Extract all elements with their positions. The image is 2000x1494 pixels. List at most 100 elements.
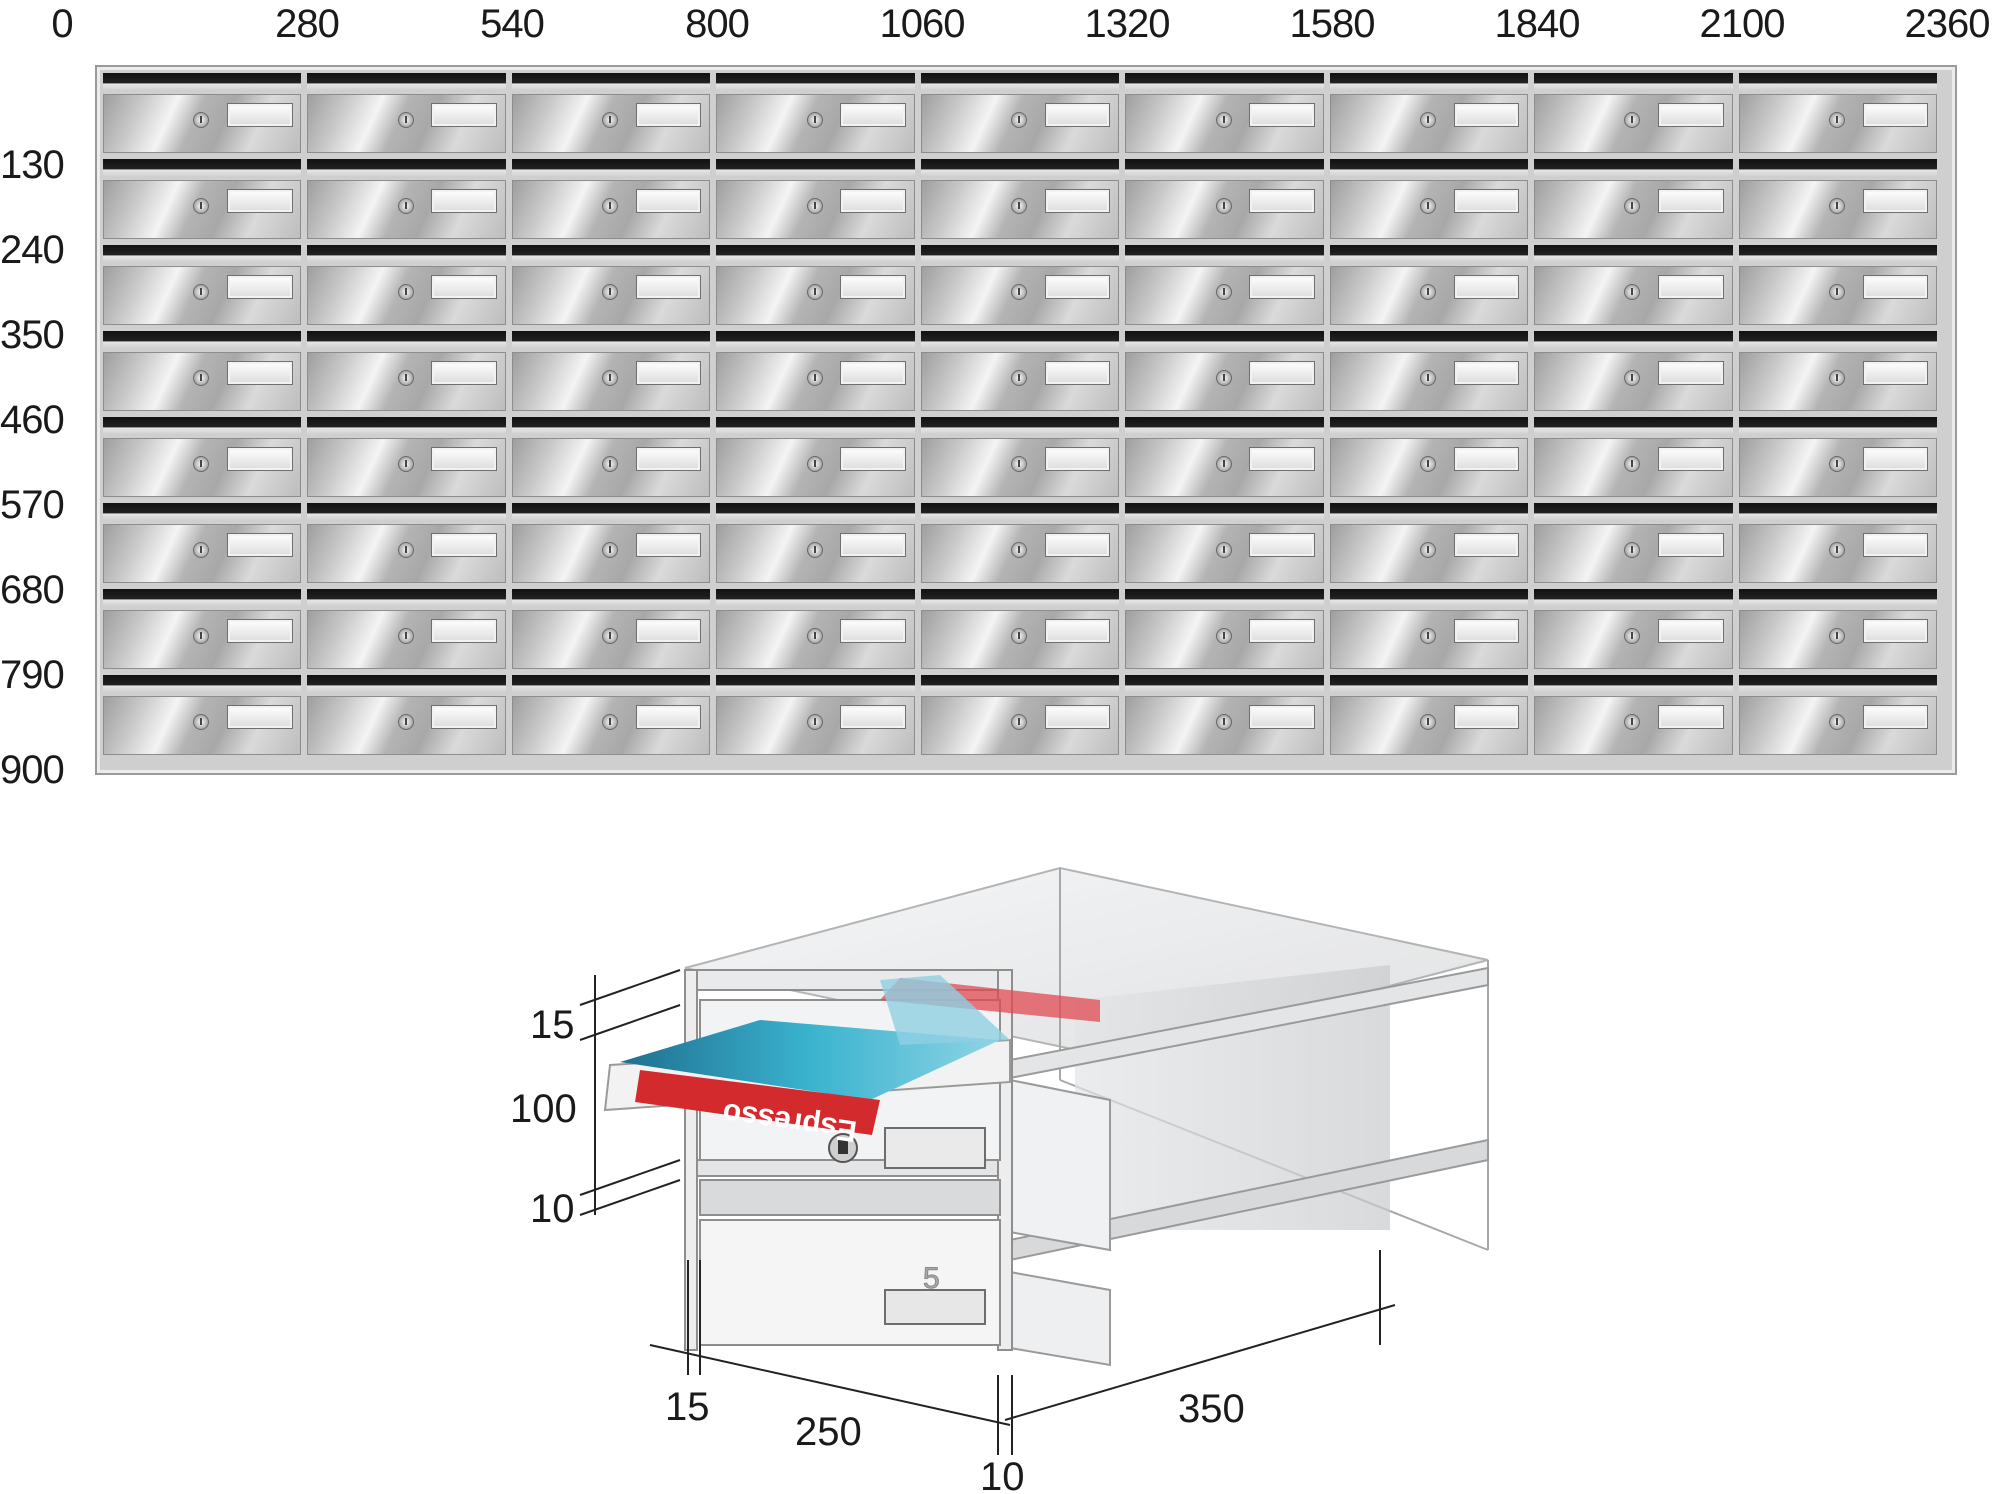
mailbox-compartment <box>103 73 302 153</box>
lock-icon <box>1624 628 1641 644</box>
lock-icon <box>602 542 619 558</box>
mailbox-door <box>307 352 506 411</box>
letter-slot <box>103 331 302 348</box>
mailbox-door <box>716 524 915 583</box>
mailbox-door <box>1534 524 1733 583</box>
name-tag <box>840 533 906 557</box>
letter-slot <box>511 503 711 520</box>
letter-slot <box>1329 417 1529 434</box>
mailbox-compartment <box>1329 503 1529 583</box>
letter-slot <box>103 503 302 520</box>
mailbox-door <box>103 524 302 583</box>
lock-icon <box>1419 456 1436 472</box>
letter-slot <box>1738 589 1937 606</box>
mailbox-compartment <box>1534 245 1733 325</box>
name-tag <box>1658 705 1724 729</box>
mailbox-door <box>1534 180 1733 239</box>
letter-slot <box>1534 417 1733 434</box>
mailbox-compartment <box>1125 417 1324 497</box>
lock-icon <box>193 628 210 644</box>
letter-slot <box>920 159 1120 176</box>
letter-slot <box>511 675 711 692</box>
lock-icon <box>193 112 210 128</box>
letter-slot <box>716 159 915 176</box>
lock-icon <box>193 370 210 386</box>
lock-icon <box>1419 714 1436 730</box>
name-tag <box>1453 189 1520 213</box>
mailbox-grid-front-view <box>95 65 1957 775</box>
mailbox-compartment <box>1534 331 1733 411</box>
lock-icon <box>1419 370 1436 386</box>
inner-back-wall <box>1075 965 1390 1230</box>
lock-icon <box>1419 284 1436 300</box>
mailbox-compartment <box>103 675 302 755</box>
lock-icon <box>1419 542 1436 558</box>
name-tag <box>1249 705 1315 729</box>
mailbox-door <box>1738 352 1937 411</box>
mailbox-compartment <box>511 503 711 583</box>
mailbox-door <box>1329 180 1529 239</box>
mailbox-door <box>1738 180 1937 239</box>
name-tag <box>635 361 702 385</box>
mailbox-door <box>307 610 506 669</box>
mailbox-compartment <box>1534 417 1733 497</box>
mailbox-compartment <box>1738 675 1937 755</box>
name-tag <box>840 275 906 299</box>
name-tag <box>431 447 497 471</box>
name-tag <box>431 361 497 385</box>
mailbox-door <box>511 266 711 325</box>
letter-slot <box>716 331 915 348</box>
letter-slot <box>1534 331 1733 348</box>
mailbox-compartment <box>1125 73 1324 153</box>
mailbox-compartment <box>1329 73 1529 153</box>
mailbox-compartment <box>1125 589 1324 669</box>
lock-icon <box>806 370 823 386</box>
lock-icon <box>1215 112 1232 128</box>
name-tag <box>1862 361 1929 385</box>
lock-icon <box>397 112 414 128</box>
letter-slot <box>511 159 711 176</box>
mailbox-door <box>1534 352 1733 411</box>
name-tag <box>840 447 906 471</box>
mailbox-door <box>716 352 915 411</box>
name-tag <box>1658 103 1724 127</box>
mailbox-door <box>1534 266 1733 325</box>
mailbox-compartment <box>1329 159 1529 239</box>
lock-icon <box>1215 198 1232 214</box>
mailbox-door <box>511 180 711 239</box>
mailbox-compartment <box>1738 73 1937 153</box>
name-tag <box>1044 705 1111 729</box>
mailbox-compartment <box>1329 589 1529 669</box>
name-tag <box>1453 619 1520 643</box>
name-tag <box>1249 533 1315 557</box>
letter-slot <box>1738 159 1937 176</box>
mailbox-compartment <box>307 73 506 153</box>
lock-icon <box>1828 198 1845 214</box>
name-tag <box>1044 361 1111 385</box>
mailbox-compartment <box>1738 331 1937 411</box>
mailbox-door <box>511 524 711 583</box>
lock-icon <box>806 628 823 644</box>
name-tag <box>1658 361 1724 385</box>
mailbox-door <box>1125 352 1324 411</box>
letter-slot <box>307 675 506 692</box>
mailbox-door <box>103 610 302 669</box>
lock-icon <box>1011 456 1028 472</box>
letter-slot <box>716 503 915 520</box>
lock-icon <box>397 284 414 300</box>
mailbox-door <box>511 352 711 411</box>
name-tag <box>635 619 702 643</box>
width-label: 2360 <box>1904 2 1991 46</box>
name-tag <box>227 705 293 729</box>
mailbox-compartment <box>1738 245 1937 325</box>
lock-icon <box>1828 456 1845 472</box>
mailbox-compartment <box>307 503 506 583</box>
mailbox-compartment <box>1534 159 1733 239</box>
name-tag <box>840 361 906 385</box>
letter-slot <box>1534 245 1733 262</box>
letter-slot <box>307 589 506 606</box>
mailbox-compartment <box>1534 675 1733 755</box>
name-tag <box>1658 189 1724 213</box>
letter-slot <box>920 73 1120 90</box>
name-tag <box>1453 361 1520 385</box>
